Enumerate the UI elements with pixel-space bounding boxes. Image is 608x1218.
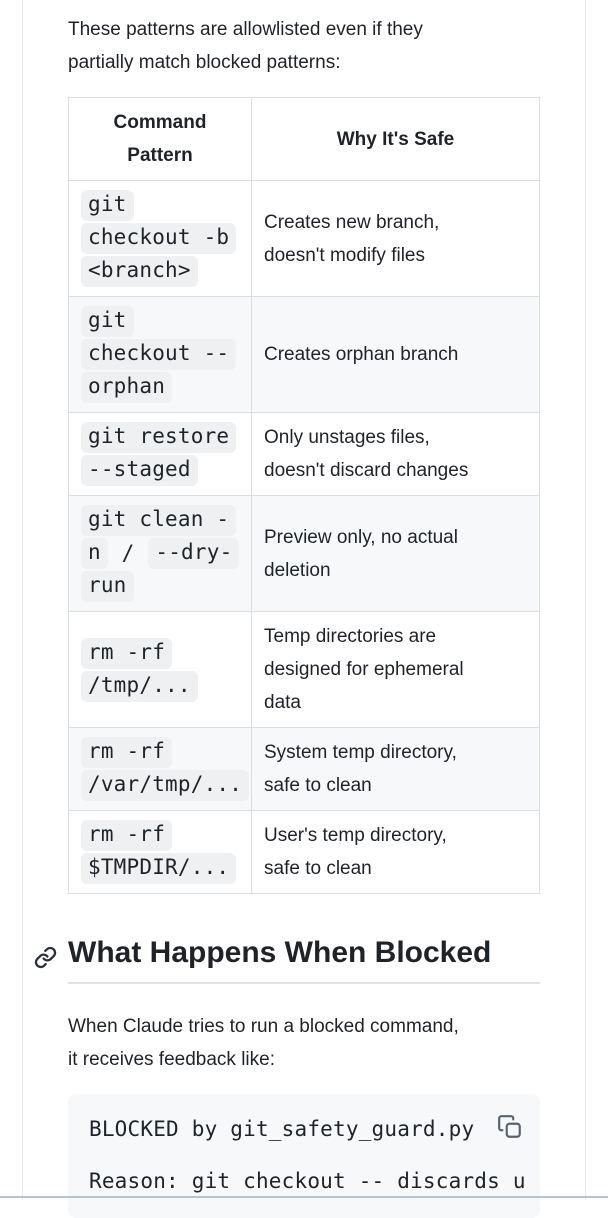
inline-code: git clean - bbox=[81, 505, 237, 536]
inline-code: <branch> bbox=[81, 256, 198, 287]
table-header-row: Command Pattern Why It's Safe bbox=[68, 97, 540, 181]
copy-icon bbox=[498, 1115, 521, 1138]
inline-code: orphan bbox=[81, 372, 173, 403]
command-line: orphan bbox=[81, 371, 239, 404]
code-content: BLOCKED by git_safety_guard.py Reason: g… bbox=[89, 1116, 540, 1194]
command-line: git bbox=[81, 305, 239, 338]
command-line: /var/tmp/... bbox=[81, 769, 250, 802]
inline-code: --staged bbox=[81, 455, 198, 486]
inline-code: --dry- bbox=[148, 538, 240, 569]
code-block: BLOCKED by git_safety_guard.py Reason: g… bbox=[68, 1094, 540, 1218]
command-line: checkout -- bbox=[81, 338, 239, 371]
page-left-rule bbox=[22, 0, 23, 1200]
reason-line: doesn't modify files bbox=[264, 244, 425, 266]
inline-code: /tmp/... bbox=[81, 670, 198, 702]
reason-cell: User's temp directory, safe to clean bbox=[251, 810, 540, 894]
reason-line: Temp directories are bbox=[264, 626, 437, 647]
inline-code: /var/tmp/... bbox=[81, 770, 250, 801]
reason-line: deletion bbox=[264, 559, 331, 581]
command-pattern-cell: git clean -n / --dry-run bbox=[68, 495, 252, 612]
reason-line: safe to clean bbox=[264, 858, 372, 879]
column-header-command-pattern: Command Pattern bbox=[68, 97, 252, 181]
inline-code: rm -rf bbox=[81, 820, 173, 851]
table-row: rm -rf/var/tmp/...System temp directory,… bbox=[68, 727, 540, 811]
feedback-paragraph: When Claude tries to run a blocked comma… bbox=[68, 1010, 540, 1076]
code-line bbox=[89, 1142, 540, 1168]
reason-line: Only unstages files, bbox=[264, 427, 430, 448]
command-line: run bbox=[81, 570, 239, 603]
reason-cell: Creates orphan branch bbox=[251, 296, 540, 413]
command-line: <branch> bbox=[81, 255, 239, 288]
paragraph-line: When Claude tries to run a blocked comma… bbox=[68, 1016, 459, 1037]
command-line: checkout -b bbox=[81, 222, 239, 255]
reason-line: Creates orphan branch bbox=[264, 344, 459, 365]
inline-code: git bbox=[81, 190, 134, 221]
command-line: git restore bbox=[81, 421, 239, 454]
reason-cell: Only unstages files, doesn't discard chan… bbox=[251, 412, 540, 496]
reason-line: Creates new branch, bbox=[264, 211, 440, 233]
command-pattern-cell: rm -rf$TMPDIR/... bbox=[68, 810, 252, 894]
code-separator: / bbox=[108, 540, 148, 565]
inline-code: rm -rf bbox=[81, 637, 173, 669]
paragraph-line: These patterns are allowlisted even if t… bbox=[68, 19, 423, 40]
inline-code: checkout -- bbox=[81, 339, 237, 370]
code-line: BLOCKED by git_safety_guard.py bbox=[89, 1117, 475, 1141]
reason-line: safe to clean bbox=[264, 775, 372, 796]
page-right-rule bbox=[585, 0, 586, 1200]
reason-cell: Preview only, no actual deletion bbox=[251, 495, 540, 612]
command-line: git bbox=[81, 189, 239, 222]
reason-cell: Temp directories are designed for ephemer… bbox=[251, 611, 540, 728]
command-line: git clean - bbox=[81, 504, 239, 537]
inline-code: checkout -b bbox=[81, 223, 237, 254]
command-pattern-cell: git restore--staged bbox=[68, 412, 252, 496]
table-row: rm -rf$TMPDIR/... User's temp directory, s… bbox=[68, 810, 540, 894]
article-content: These patterns are allowlisted even if t… bbox=[34, 0, 540, 1218]
copy-button[interactable] bbox=[496, 1114, 524, 1142]
column-header-why-safe: Why It's Safe bbox=[251, 97, 540, 181]
reason-line: doesn't discard changes bbox=[264, 460, 469, 481]
inline-code: git restore bbox=[81, 422, 237, 453]
link-icon[interactable] bbox=[34, 941, 57, 969]
command-line: n / --dry- bbox=[81, 537, 240, 570]
command-line: rm -rf bbox=[81, 736, 239, 769]
inline-code: $TMPDIR/... bbox=[81, 853, 237, 884]
code-line: Reason: git checkout -- discards u bbox=[89, 1169, 526, 1193]
reason-cell: Creates new branch, doesn't modify files bbox=[251, 180, 540, 297]
reason-line: data bbox=[264, 692, 301, 713]
command-pattern-cell: rm -rf/tmp/... bbox=[68, 611, 252, 728]
reason-line: designed for ephemeral bbox=[264, 659, 464, 680]
table-row: rm -rf/tmp/... Temp directories are design… bbox=[68, 611, 540, 728]
inline-code: git bbox=[81, 306, 134, 337]
command-line: rm -rf bbox=[81, 819, 239, 852]
command-line: /tmp/... bbox=[81, 670, 239, 703]
command-pattern-cell: rm -rf/var/tmp/... bbox=[68, 727, 252, 811]
section-heading: What Happens When Blocked bbox=[34, 934, 540, 984]
reason-line: System temp directory, bbox=[264, 742, 457, 763]
section-heading-text: What Happens When Blocked bbox=[68, 936, 492, 969]
table-row: git restore--staged Only unstages files, d… bbox=[68, 412, 540, 496]
reason-cell: System temp directory, safe to clean bbox=[251, 727, 540, 811]
reason-line: User's temp directory, bbox=[264, 825, 447, 846]
bottom-edge-line bbox=[0, 1196, 608, 1198]
command-line: --staged bbox=[81, 454, 239, 487]
paragraph-line: it receives feedback like: bbox=[68, 1049, 275, 1070]
reason-line: Preview only, no actual bbox=[264, 526, 458, 548]
inline-code: run bbox=[81, 571, 134, 602]
intro-paragraph: These patterns are allowlisted even if t… bbox=[68, 13, 540, 79]
command-line: rm -rf bbox=[81, 637, 239, 670]
inline-code: n bbox=[81, 538, 108, 569]
command-line: $TMPDIR/... bbox=[81, 852, 239, 885]
inline-code: rm -rf bbox=[81, 737, 173, 768]
paragraph-line: partially match blocked patterns: bbox=[68, 52, 341, 73]
